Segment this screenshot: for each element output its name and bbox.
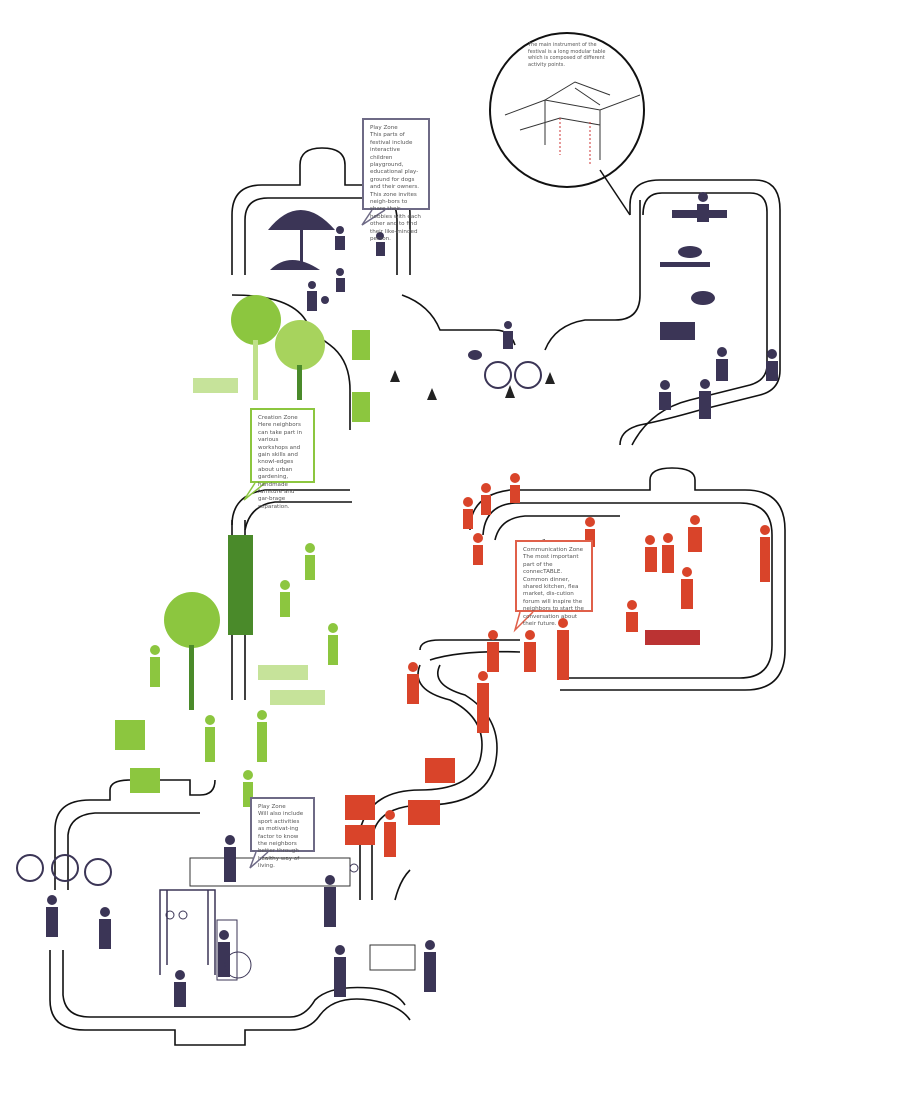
communication-zone-callout: Communication Zone The most important pa… bbox=[515, 540, 593, 627]
creation-zone-figures bbox=[115, 295, 370, 807]
callout-title: Play Zone bbox=[258, 804, 286, 810]
creation-zone-callout: Creation Zone Here neighbors can take pa… bbox=[250, 408, 315, 510]
play-zone-top-figures bbox=[268, 192, 778, 419]
modular-table-path bbox=[49, 147, 786, 1046]
callout-text: The most important part of the connecTAB… bbox=[523, 554, 584, 628]
callout-text: Here neighbors can take part in various … bbox=[258, 422, 303, 510]
callout-title: Creation Zone bbox=[258, 415, 298, 421]
communication-zone-figures bbox=[345, 473, 770, 857]
play-zone-bottom-figures bbox=[16, 835, 436, 1007]
callout-title: Play Zone bbox=[370, 125, 398, 131]
module-text: The main instrument of the festival is a… bbox=[528, 42, 606, 68]
callout-title: Communication Zone bbox=[523, 547, 584, 553]
module-description: The main instrument of the festival is a… bbox=[528, 42, 608, 68]
play-zone-bottom-callout: Play Zone Will also include sport activi… bbox=[250, 797, 315, 869]
callout-text: Will also include sport activities as mo… bbox=[258, 811, 304, 870]
callout-text: This parts of festival include interacti… bbox=[370, 132, 421, 243]
module-detail-circle bbox=[489, 32, 645, 216]
play-zone-top-callout: Play Zone This parts of festival include… bbox=[362, 118, 430, 242]
